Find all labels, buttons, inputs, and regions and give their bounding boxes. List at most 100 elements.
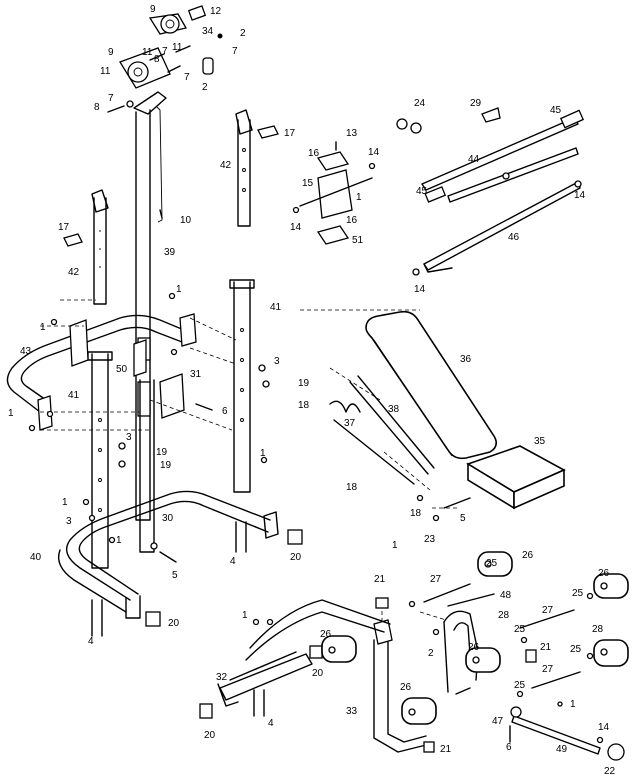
seat-back-pad-36	[365, 310, 498, 460]
callout: 19	[298, 378, 310, 389]
callout: 26	[320, 629, 332, 640]
callout: 37	[344, 418, 356, 429]
callout: 13	[346, 128, 358, 139]
callout: 30	[162, 513, 174, 524]
callout: 41	[68, 390, 80, 401]
callout: 24	[414, 98, 426, 109]
callout: 47	[492, 716, 504, 727]
callout: 5	[172, 570, 178, 581]
callout: 8	[94, 102, 100, 113]
callout: 23	[424, 534, 436, 545]
callout: 10	[180, 215, 192, 226]
callout: 2	[428, 648, 434, 659]
right-upright-42	[235, 109, 279, 227]
callout: 33	[346, 706, 358, 717]
callout: 7	[232, 46, 238, 57]
callout: 11	[172, 42, 183, 53]
callout: 18	[410, 508, 422, 519]
callout: 39	[164, 247, 176, 258]
callout: 14	[598, 722, 610, 733]
callout: 35	[534, 436, 546, 447]
callout: 25	[514, 624, 526, 635]
bracket-21-b	[525, 649, 537, 663]
callout: 38	[388, 404, 400, 415]
callout: 44	[468, 154, 480, 165]
pivot-block-15	[299, 141, 373, 245]
cap-22	[607, 743, 625, 761]
right-upright-41	[229, 279, 255, 493]
callout: 9	[108, 47, 114, 58]
callout: 50	[116, 364, 128, 375]
callout: 11	[100, 66, 111, 77]
callout: 28	[592, 624, 604, 635]
callout: 20	[312, 668, 324, 679]
callout: 31	[190, 369, 202, 380]
callout: 22	[604, 766, 616, 777]
callout: 9	[150, 4, 156, 15]
seat-pad-35	[466, 445, 566, 510]
callout: 2	[240, 28, 246, 39]
callout: 40	[30, 552, 42, 563]
end-cap-20-d	[199, 703, 213, 719]
callout: 2	[202, 82, 208, 93]
callout: 7	[162, 46, 168, 57]
callout: 41	[270, 302, 282, 313]
rod-27-a	[423, 583, 471, 603]
callout: 21	[540, 642, 552, 653]
callout: 32	[216, 672, 228, 683]
callout: 1	[392, 540, 398, 551]
callout: 3	[66, 516, 72, 527]
callout: 8	[154, 54, 160, 65]
callout: 7	[184, 72, 190, 83]
callout: 5	[460, 513, 466, 524]
callout: 6	[506, 742, 512, 753]
callout: 1	[62, 497, 68, 508]
callout: 26	[522, 550, 534, 561]
callout: 26	[598, 568, 610, 579]
callout: 4	[268, 718, 274, 729]
callout: 17	[58, 222, 70, 233]
callout: 26	[468, 642, 480, 653]
callout: 51	[352, 235, 364, 246]
assembly-guide-lines	[40, 299, 460, 630]
center-upright	[133, 91, 167, 521]
callout: 4	[88, 636, 94, 647]
end-cap-20-b	[145, 611, 161, 627]
bar-45-top	[421, 109, 585, 191]
callout: 29	[470, 98, 482, 109]
callout: 26	[400, 682, 412, 693]
callout: 1	[570, 699, 576, 710]
callout: 34	[202, 26, 214, 37]
foam-rollers-26	[321, 551, 629, 725]
rod-48	[447, 593, 495, 607]
callout: 16	[346, 215, 358, 226]
callout: 49	[556, 744, 568, 755]
rear-upright-30	[139, 379, 155, 553]
callout: 27	[542, 605, 554, 616]
plate-31	[159, 373, 185, 419]
callout: 6	[222, 406, 228, 417]
callout: 42	[68, 267, 80, 278]
callout: 25	[572, 588, 584, 599]
left-upright-42	[63, 189, 109, 305]
clamp-24	[396, 118, 422, 134]
bracket-21-c	[423, 741, 435, 753]
callout: 17	[284, 128, 296, 139]
callout: 42	[220, 160, 232, 171]
callout: 19	[160, 460, 172, 471]
callout: 43	[20, 346, 32, 357]
rod-49	[511, 715, 601, 755]
callout: 21	[440, 744, 452, 755]
callout: 46	[508, 232, 520, 243]
callout: 25	[514, 680, 526, 691]
curl-arm-28	[245, 599, 479, 695]
callout: 14	[290, 222, 302, 233]
top-frame-43	[6, 313, 197, 431]
callout: 36	[460, 354, 472, 365]
bar-46	[423, 181, 581, 273]
callout: 25	[486, 558, 498, 569]
plate-50	[133, 339, 147, 377]
bar-45-bottom	[424, 186, 447, 203]
callout: 18	[298, 400, 310, 411]
